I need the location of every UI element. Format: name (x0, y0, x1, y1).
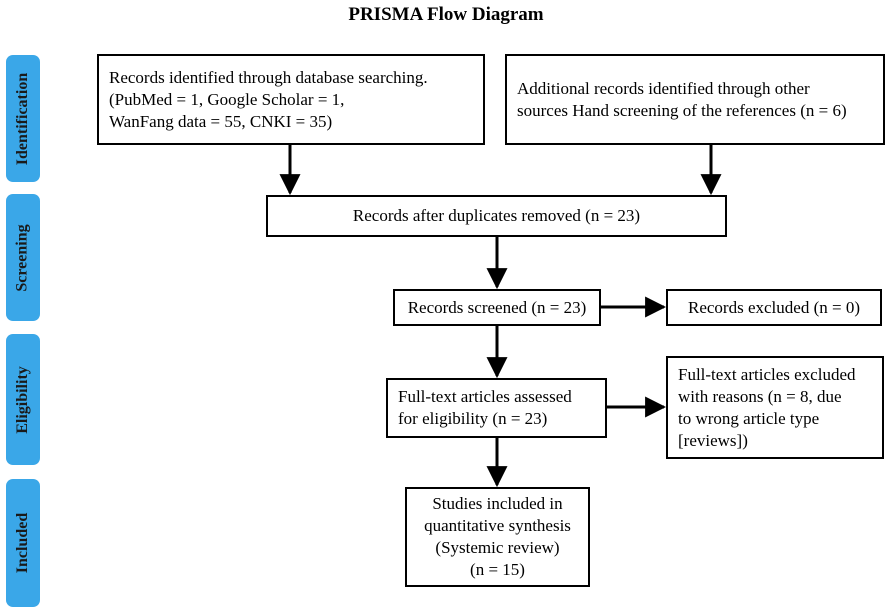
box-text-line: Records screened (n = 23) (407, 297, 587, 317)
box-text-line: WanFang data = 55, CNKI = 35) (109, 111, 333, 131)
box-text-line: for eligibility (n = 23) (398, 409, 548, 428)
box-text-line: (Systemic review) (435, 538, 560, 557)
box-text-line: Full-text articles assessed (398, 387, 572, 406)
phase-identification: Identification (6, 55, 40, 182)
box-text-line: quantitative synthesis (424, 516, 571, 535)
box-text-line: (PubMed = 1, Google Scholar = 1, (109, 89, 345, 109)
box-records-excluded: Records excluded (n = 0) (666, 289, 882, 326)
box-studies-included: Studies included in quantitative synthes… (405, 487, 590, 587)
box-text-line: (n = 15) (470, 560, 525, 579)
box-text-line: Studies included in (432, 494, 563, 513)
box-duplicates-removed: Records after duplicates removed (n = 23… (266, 195, 727, 237)
box-other-sources: Additional records identified through ot… (505, 54, 885, 145)
phase-screening: Screening (6, 194, 40, 321)
box-text-line: sources Hand screening of the references… (517, 100, 847, 120)
box-text-line: to wrong article type (678, 408, 820, 428)
box-records-screened: Records screened (n = 23) (393, 289, 601, 326)
diagram-title: PRISMA Flow Diagram (348, 4, 544, 25)
box-text-line: Additional records identified through ot… (517, 78, 810, 98)
box-text-line: Records excluded (n = 0) (688, 297, 860, 317)
box-text-line: [reviews]) (678, 430, 748, 450)
phase-included: Included (6, 479, 40, 607)
phase-eligibility: Eligibility (6, 334, 40, 465)
box-text-line: Full-text articles excluded (678, 364, 856, 384)
box-database-search: Records identified through database sear… (97, 54, 485, 145)
box-text-line: with reasons (n = 8, due (678, 386, 842, 406)
box-fulltext-assessed: Full-text articles assessed for eligibil… (386, 378, 607, 438)
box-text-line: Records identified through database sear… (109, 67, 428, 87)
box-text-line: Records after duplicates removed (n = 23… (352, 206, 641, 225)
box-fulltext-excluded: Full-text articles excluded with reasons… (666, 356, 884, 459)
